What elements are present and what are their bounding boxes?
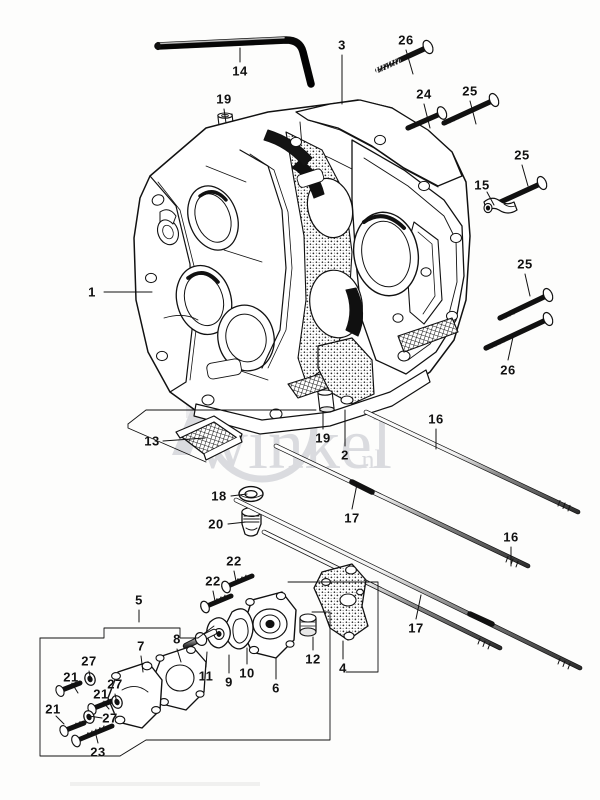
leader-line-25 [469,100,477,125]
part-17-long-stud-lower [261,529,503,651]
callout-number-21: 21 [63,669,79,685]
callout-number-1: 1 [88,284,96,300]
leader-line-22 [212,590,216,602]
leader-line-13 [162,437,206,442]
callout-number-25: 25 [517,256,533,272]
leader-line-21 [102,701,110,710]
part-14-breather-rod [154,36,315,88]
part-21-bolt-c [59,720,87,737]
part-7-pump-cover [107,661,163,729]
part-21-bolt-a [55,680,83,697]
callout-number-25: 25 [462,83,478,99]
part-16-long-stud-upper [363,409,581,515]
leader-line-11 [205,651,208,668]
group-bracket-4 [287,581,379,673]
callout-number-14: 14 [232,63,248,79]
callout-number-12: 12 [305,651,321,667]
callout-number-26: 26 [398,32,414,48]
part-1-crankcase-lower [133,99,471,435]
leader-line-23 [95,734,99,744]
part-2-plug [340,395,354,405]
callout-number-20: 20 [208,516,224,532]
callout-number-4: 4 [339,660,347,676]
part-26-bolt-lower [483,311,554,351]
leader-line-17 [415,594,422,620]
callout-number-16: 16 [428,411,444,427]
callout-number-11: 11 [198,668,214,684]
callout-number-27: 27 [81,653,97,669]
part-27-washer-a [84,672,96,686]
part-4-pump-mount-plate [313,563,369,641]
callout-number-25: 25 [514,147,530,163]
callout-number-27: 27 [107,676,123,692]
leader-line-22 [233,570,237,582]
callout-number-17: 17 [408,620,424,636]
leader-line-25 [524,273,531,297]
part-26-bolt-top [375,39,434,73]
callout-number-19: 19 [216,91,232,107]
part-22-bolt-upper [221,573,255,594]
part-22-bolt-lower [200,593,234,614]
callout-number-9: 9 [225,674,233,690]
part-25-bolt-upper [441,92,500,126]
callout-number-3: 3 [338,37,346,53]
scan-edge-artifact [70,782,260,786]
leader-line-7 [140,655,144,673]
part-8-pump-gasket [151,645,207,711]
part-13-oil-strainer [175,415,243,461]
callout-number-6: 6 [272,680,280,696]
callout-number-24: 24 [416,86,432,102]
leader-line-18 [230,493,248,497]
callout-number-22: 22 [205,573,221,589]
callout-number-27: 27 [102,710,118,726]
callout-number-2: 2 [341,447,349,463]
callout-number-18: 18 [211,488,227,504]
leader-line-8 [176,648,182,663]
callout-number-15: 15 [474,177,490,193]
part-24-bolt [405,106,448,131]
callout-number-21: 21 [93,686,109,702]
callout-number-5: 5 [135,592,143,608]
part-11-pump-shaft [182,628,218,650]
callout-number-8: 8 [173,631,181,647]
part-27-washer-c [83,710,95,724]
part-17-long-stud-upper [273,443,531,569]
callout-number-23: 23 [90,744,106,760]
callout-number-7: 7 [137,638,145,654]
part-25-bolt-lower [497,287,554,321]
callout-number-17: 17 [344,510,360,526]
callout-number-13: 13 [144,433,160,449]
leader-line-24 [423,103,431,129]
leader-line-25 [521,164,529,187]
leader-line-15 [486,191,495,206]
callout-number-19: 19 [315,430,331,446]
leader-line-21 [72,684,79,694]
leader-line-27 [88,670,92,682]
leader-line-27 [88,715,103,719]
leader-line-21 [55,715,65,725]
group-bracket-5 [39,611,331,757]
callout-number-16: 16 [503,529,519,545]
callout-number-21: 21 [45,701,61,717]
callout-number-26: 26 [500,362,516,378]
group-bracket-13 [127,409,317,463]
part-9-inner-rotor [206,617,231,649]
part-12-union-nut [299,613,317,637]
leader-line-27 [114,693,118,704]
leader-line-17 [351,483,358,510]
callout-number-22: 22 [226,553,242,569]
leader-line-26 [507,336,514,361]
part-19-dowel-pin-lower [317,389,335,413]
part-23-screw [71,723,115,748]
part-16-long-stud-lower [233,497,583,671]
callout-number-10: 10 [239,665,255,681]
leader-line-19 [223,108,227,124]
leader-line-20 [227,521,247,525]
part-18-sealing-washer [238,485,264,503]
leader-line-26 [405,49,414,75]
